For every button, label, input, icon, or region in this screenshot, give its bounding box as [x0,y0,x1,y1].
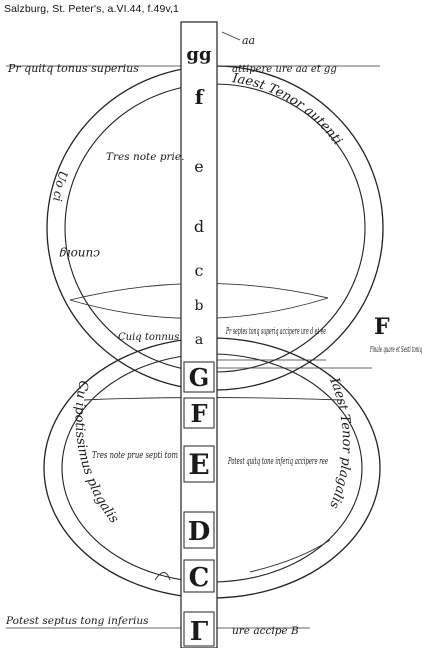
annotation-lower-right: Potest quitq tone inferiq accipere ree [227,456,328,467]
letter-D: D [188,517,211,547]
annotation-bottom-line: Potest septus tong inferius [5,615,149,627]
letter-Gamma: Γ [190,617,209,647]
letter-boxes [183,361,215,647]
letter-a: a [195,332,203,348]
leader-lines [6,31,380,629]
annotation-top-right: attipere ure aa et gg [232,64,337,75]
source-caption: Salzburg, St. Peter's, a.VI.44, f.49v,1 [4,3,179,15]
annotation-bottom-right: ure accipe B [232,625,299,637]
annotation-lower-left: Tres note prue septi tom [92,450,178,461]
letter-d: d [194,217,204,236]
letter-E: E [188,448,209,481]
annotation-right-F: F [374,314,390,340]
gamut-column [180,21,218,648]
annotation-arc-upper-left-rev: cunoig [59,247,100,261]
annotation-right-finale: Finale quare et Sesti toniq [370,345,422,354]
annotation-middle-left: Cuiq tonnus [118,332,179,343]
letter-f: f [195,85,205,109]
annotation-arc-lower-right: Iaest Tenor plagalis [326,375,354,511]
annotation-top-aa: aa [242,34,255,47]
letter-G: G [189,363,210,392]
letter-c: c [195,261,204,280]
annotation-upper-inner-1: Tres note prie. [106,151,184,163]
annotation-middle-right: Pr septes tonq superiq accipere ure d et… [225,327,326,337]
annotation-arc-upper-left: Uo ci [50,169,70,202]
flourishes [154,539,331,581]
letter-e: e [194,157,203,176]
letter-F: F [190,399,207,428]
letter-gg: gg [186,44,212,65]
letter-b: b [195,298,204,314]
letter-C: C [189,563,210,593]
annotation-top-left: Pr quitq tonus superius [7,62,139,75]
